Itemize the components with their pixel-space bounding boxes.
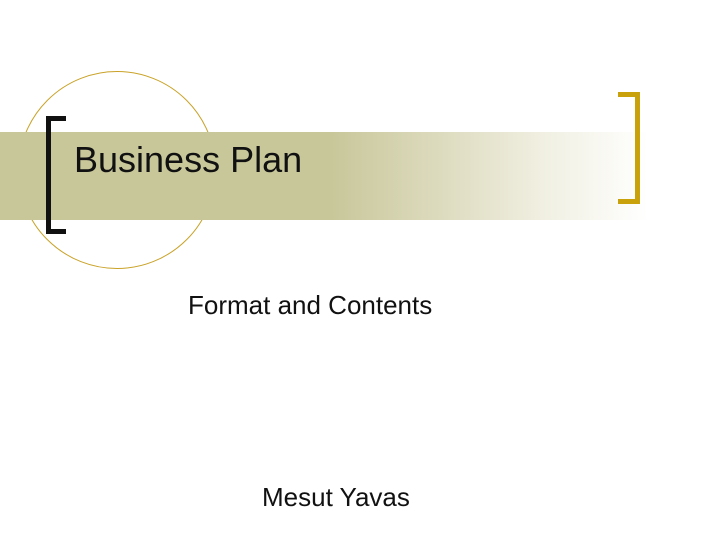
title-band: [0, 132, 720, 220]
slide-title: Business Plan: [74, 139, 303, 180]
left-bracket-decoration: [46, 116, 66, 234]
slide-subtitle: Format and Contents: [188, 290, 433, 320]
slide-author: Mesut Yavas: [262, 482, 410, 512]
right-bracket-decoration: [618, 92, 640, 204]
